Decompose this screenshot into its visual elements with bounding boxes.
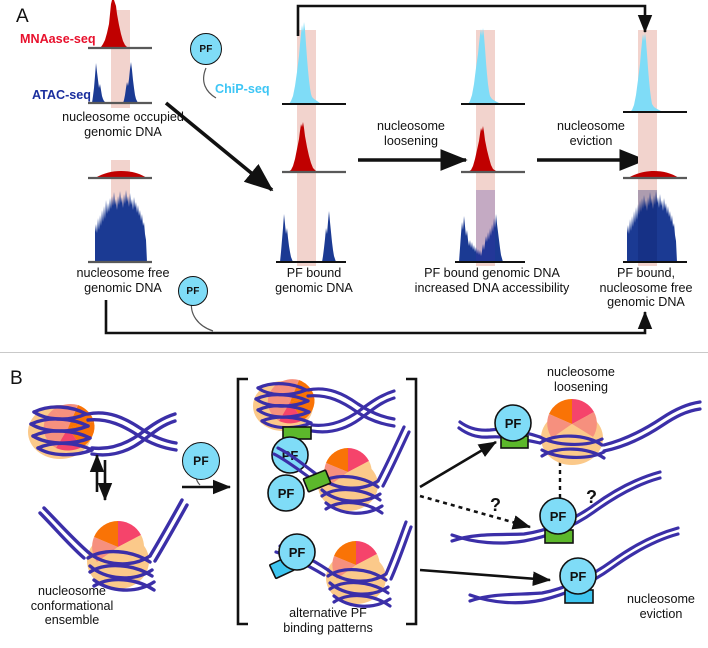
svg-text:PF: PF (289, 545, 306, 560)
arrow-bind-pf (164, 101, 274, 192)
state-nucleosome-loosened: PF (457, 398, 702, 465)
pf-disc-5 (539, 497, 577, 535)
pf-disc-4 (494, 404, 532, 442)
track-mnase-col1-bottom (95, 171, 147, 178)
svg-text:PF: PF (570, 569, 587, 584)
pf-disc-2 (267, 474, 305, 512)
arrow-to-loosening (419, 440, 497, 489)
state-pf-only-cyan: PF (468, 526, 680, 605)
caption-nucleosome-eviction: nucleosome eviction (627, 592, 695, 621)
caption-nucleosome-ensemble: nucleosome conformational ensemble (30, 584, 114, 627)
caption-pf-bound: PF bound genomic DNA (275, 266, 353, 295)
svg-text:PF: PF (278, 486, 295, 501)
label-mnase-seq: MNAase-seq (20, 32, 96, 46)
pf-tether-top (203, 67, 217, 99)
caption-nucleosome-loosening: nucleosome loosening (547, 365, 615, 394)
bracket-right (406, 377, 418, 626)
panel-divider (0, 352, 708, 353)
panel-b-letter: B (10, 368, 23, 389)
track-atac-col2 (280, 211, 336, 262)
track-mnase-col4 (628, 171, 679, 178)
arrow-to-eviction (419, 568, 552, 586)
motif-green-2 (302, 469, 332, 493)
bracket-left (236, 377, 248, 626)
pf-disc-3 (278, 533, 316, 571)
track-chip-col4 (630, 33, 665, 112)
label-chip-seq: ChiP-seq (215, 82, 270, 96)
step-label-loosening: nucleosome loosening (377, 119, 445, 148)
track-mnase-col2 (288, 122, 320, 172)
pf-badge-top: PF (190, 33, 222, 65)
question-mark-vertical: ? (586, 487, 597, 507)
state-nucleosome-closed (38, 498, 189, 592)
pf-disc-6 (559, 557, 597, 595)
pf-badge-bottom: PF (178, 276, 208, 306)
question-mark-diagonal: ? (490, 495, 501, 515)
arrow-dotted-to-bare (419, 494, 532, 530)
state-pf-bind-free: PF (269, 520, 413, 608)
track-atac-col1-bottom (95, 190, 147, 262)
caption-nucleosome-free: nucleosome free genomic DNA (76, 266, 170, 295)
svg-text:PF: PF (550, 509, 567, 524)
track-atac-col4-highlight-overlay (638, 190, 657, 262)
feedback-arrow-top (296, 4, 653, 36)
track-chip-col2 (289, 22, 324, 104)
state-pf-bind-side: PF (267, 425, 411, 515)
caption-pf-bound-free: PF bound, nucleosome free genomic DNA (599, 266, 693, 309)
caption-nucleosome-occupied: nucleosome occupied genomic DNA (62, 110, 184, 139)
step-label-eviction: nucleosome eviction (557, 119, 625, 148)
state-pf-bind-open: PF (253, 379, 396, 474)
state-pf-only-green: PF (450, 470, 662, 545)
state-nucleosome-open (28, 404, 178, 459)
track-atac-col4 (627, 191, 677, 262)
caption-alternative-binding: alternative PF binding patterns (283, 606, 373, 635)
pf-badge-panelb: PF (182, 442, 220, 480)
track-atac-col3 (459, 214, 503, 262)
track-mnase-col3 (468, 126, 500, 172)
track-mnase-col1-top (98, 0, 130, 48)
svg-text:PF: PF (505, 416, 522, 431)
track-atac-col1-top (92, 62, 138, 103)
feedback-arrow-bottom (104, 300, 653, 335)
panel-a-letter: A (16, 6, 29, 27)
label-atac-seq: ATAC-seq (32, 88, 92, 102)
caption-pf-bound-accessible: PF bound genomic DNA increased DNA acces… (414, 266, 570, 295)
track-atac-col3-highlight-overlay (476, 190, 495, 262)
track-chip-col3 (468, 28, 503, 104)
